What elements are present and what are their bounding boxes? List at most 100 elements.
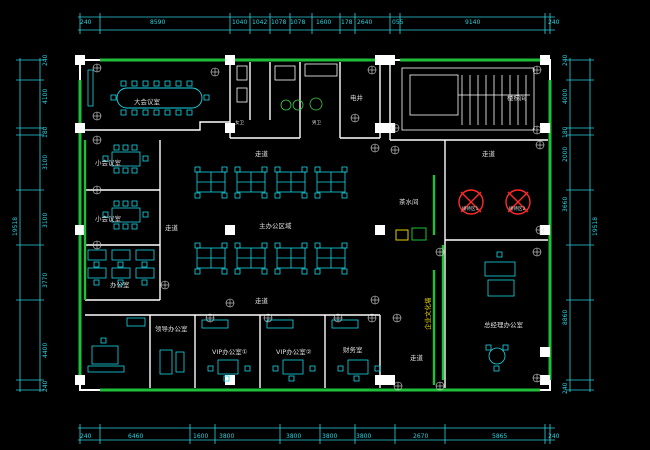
dim-bottom-7: 2670 — [413, 433, 428, 440]
office-chair — [314, 192, 321, 199]
meeting-chair — [186, 80, 193, 87]
office-chair — [234, 192, 241, 199]
label-leader-office: 领导办公室 — [155, 324, 188, 333]
office-chair — [223, 375, 230, 382]
small-meeting-table — [111, 151, 141, 167]
dim-left-1: 4100 — [42, 89, 49, 104]
office-desk — [347, 359, 369, 375]
furniture — [87, 69, 516, 382]
meeting-chair — [153, 109, 160, 116]
label-washroom-2: 男卫 — [312, 120, 321, 126]
green-partitions — [83, 140, 445, 385]
dim-top-10: 9140 — [465, 19, 480, 26]
office-chair — [274, 268, 281, 275]
dim-right-6: 240 — [562, 382, 569, 394]
dimension-texts-right: 240 4000 180 2000 3660 8860 240 19518 — [562, 54, 599, 394]
office-desk — [135, 249, 155, 261]
label-reception-2: 接待区2 — [509, 205, 525, 212]
office-chair — [93, 261, 100, 268]
dim-left-4: 3100 — [42, 213, 49, 228]
plants — [92, 63, 545, 391]
dimension-texts-left: 240 4100 180 3100 3100 3770 4400 240 195… — [12, 54, 49, 392]
label-washroom-1: 女卫 — [235, 119, 244, 126]
office-chair — [261, 242, 268, 249]
guest-chair — [502, 344, 509, 351]
dim-left-total: 19518 — [12, 217, 19, 236]
dim-top-5: 1078 — [290, 19, 305, 26]
column — [540, 123, 550, 133]
dim-bottom-3: 3800 — [219, 433, 234, 440]
meeting-chair — [102, 211, 109, 218]
office-chair — [341, 166, 348, 173]
guest-chair — [493, 365, 500, 372]
meeting-chair — [175, 80, 182, 87]
office-chair — [221, 268, 228, 275]
round-table — [488, 347, 506, 365]
guest-chair — [374, 365, 381, 372]
office-chair — [234, 268, 241, 275]
guest-chair — [272, 365, 279, 372]
office-chair — [314, 242, 321, 249]
office-chair — [141, 279, 148, 286]
dim-right-5: 8860 — [562, 310, 569, 325]
dim-right-1: 4000 — [562, 89, 569, 104]
dim-bottom-0: 240 — [80, 433, 92, 440]
office-chair — [353, 375, 360, 382]
dim-top-1: 8590 — [150, 19, 165, 26]
meeting-chair — [153, 80, 160, 87]
tea-counter — [395, 227, 427, 241]
office-chair — [117, 279, 124, 286]
column — [75, 225, 85, 235]
dim-top-11: 240 — [548, 19, 560, 26]
office-chair — [234, 242, 241, 249]
dimension-lines — [19, 16, 591, 441]
label-culture-wall: 企业文化墙 — [423, 297, 432, 330]
column — [75, 375, 85, 385]
office-chair — [194, 192, 201, 199]
meeting-chair — [102, 155, 109, 162]
label-big-meeting: 大会议室 — [134, 97, 161, 106]
label-corridor-3: 走道 — [255, 296, 269, 305]
office-chair — [341, 268, 348, 275]
dimension-texts-bottom: 240 6460 1600 3800 3800 3800 3800 2670 5… — [80, 433, 560, 440]
meeting-chair — [142, 211, 149, 218]
big-meeting-table — [116, 87, 203, 109]
column — [75, 123, 85, 133]
dim-bottom-6: 3800 — [356, 433, 371, 440]
room-labels: 大会议室 小会议室 小会议室 办公室 领导办公室 VIP办公室① VIP办公室②… — [95, 93, 527, 362]
tea-table — [175, 351, 185, 373]
meeting-chair — [142, 80, 149, 87]
meeting-chair — [122, 167, 129, 174]
meeting-chair — [131, 80, 138, 87]
meeting-chair — [113, 223, 120, 230]
meeting-chair — [186, 109, 193, 116]
leader-cabinet — [87, 365, 125, 373]
label-power: 电井 — [350, 93, 364, 102]
office-chair — [274, 166, 281, 173]
reception-labels: 接待区1 接待区2 — [462, 205, 525, 212]
office-chair — [341, 192, 348, 199]
label-corridor-4: 走道 — [482, 149, 496, 158]
column — [225, 375, 235, 385]
column — [540, 225, 550, 235]
dim-top-2: 1040 — [232, 19, 247, 26]
meeting-chair — [131, 200, 138, 207]
column — [375, 55, 385, 65]
dim-top-8: 2640 — [357, 19, 372, 26]
meeting-chair — [122, 200, 129, 207]
meeting-chair — [110, 94, 117, 101]
dim-top-7: 178 — [341, 19, 353, 26]
guest-chair — [309, 365, 316, 372]
dim-left-5: 3770 — [42, 273, 49, 288]
meeting-chair — [131, 167, 138, 174]
office-chair — [261, 192, 268, 199]
dim-top-9: 055 — [392, 19, 404, 26]
guest-chair — [207, 365, 214, 372]
office-chair — [274, 242, 281, 249]
dim-right-0: 240 — [562, 54, 569, 66]
label-small-meeting-2: 小会议室 — [95, 214, 122, 223]
office-chair — [301, 268, 308, 275]
meeting-chair — [142, 155, 149, 162]
label-vip1: VIP办公室① — [212, 347, 248, 356]
